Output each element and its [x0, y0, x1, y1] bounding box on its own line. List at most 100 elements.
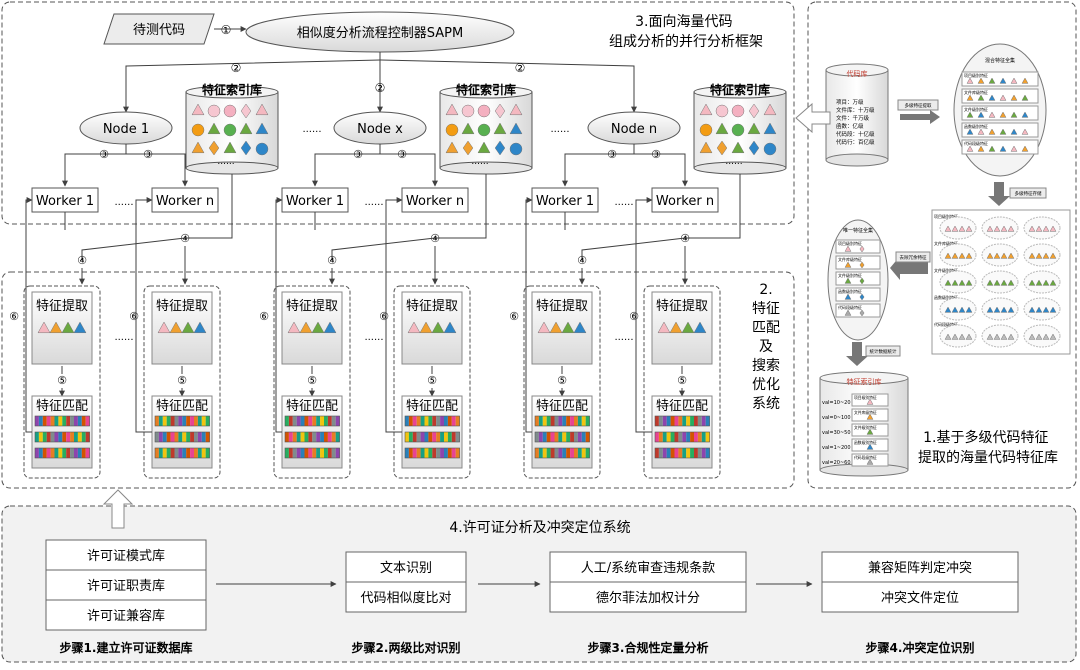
- svg-text:文件库级特征: 文件库级特征: [838, 256, 862, 262]
- index-db-title: 特征索引库: [847, 377, 882, 386]
- matching-module: 特征提取 ⑤ 特征匹配 ⑥: [629, 197, 721, 479]
- step-item: 许可证职责库: [87, 578, 165, 594]
- match-label: 特征匹配: [286, 399, 338, 414]
- svg-text:②: ②: [375, 81, 386, 95]
- section-3-title: 3.面向海量代码 组成分析的并行分析框架: [609, 14, 763, 50]
- svg-text:......: ......: [550, 124, 569, 135]
- extract-label: 特征提取: [156, 298, 208, 314]
- svg-text:③: ③: [143, 148, 153, 161]
- svg-text:val=30~50: val=30~50: [822, 430, 851, 436]
- svg-text:文件级别特征: 文件级别特征: [838, 272, 862, 278]
- svg-text:......: ......: [364, 332, 383, 343]
- match-label: 特征匹配: [656, 399, 708, 414]
- svg-text:项目级别特征: 项目级别特征: [964, 72, 988, 78]
- worker-box: [151, 187, 219, 213]
- worker-label: Worker n: [656, 194, 714, 209]
- svg-text:val=0~100: val=0~100: [822, 415, 851, 421]
- section-3-frame: [1, 1, 795, 225]
- svg-text:多级特征提取: 多级特征提取: [905, 102, 932, 109]
- extract-label: 特征提取: [286, 298, 338, 314]
- worker-label: Worker 1: [286, 194, 344, 209]
- codebase-stat: 文件：千万级: [836, 114, 870, 122]
- controller-label: 相似度分析流程控制器SAPM: [297, 25, 463, 41]
- step-item: 许可证兼容库: [87, 608, 165, 624]
- codebase-stat: 代码行：百亿级: [836, 138, 875, 146]
- svg-text:文件级别特征: 文件级别特征: [964, 106, 988, 112]
- svg-text:⑥: ⑥: [509, 310, 519, 323]
- svg-text:......: ......: [114, 332, 133, 343]
- svg-text:⑥: ⑥: [129, 310, 139, 323]
- step-item: 代码相似度比对: [360, 590, 451, 606]
- svg-text:val=10~20: val=10~20: [822, 400, 851, 406]
- svg-text:④: ④: [180, 232, 190, 245]
- codebase-stat: 项目：万级: [836, 98, 864, 106]
- svg-text:......: ......: [114, 197, 133, 208]
- step-label: 步骤2.两级比对识别: [352, 640, 461, 655]
- codebase-title: 代码库: [847, 69, 868, 78]
- svg-text:去除冗余特征: 去除冗余特征: [900, 254, 927, 261]
- svg-text:⑤: ⑤: [57, 374, 67, 387]
- svg-text:④: ④: [77, 254, 87, 267]
- worker-label: Worker n: [406, 194, 464, 209]
- step-item: 人工/系统审查违规条款: [581, 560, 715, 576]
- worker-label: Worker n: [156, 194, 214, 209]
- hollow-arrow-up: [102, 489, 134, 529]
- svg-text:⑥: ⑥: [629, 310, 639, 323]
- svg-text:代码段级特征: 代码段级特征: [838, 304, 862, 310]
- svg-text:④: ④: [430, 232, 440, 245]
- extract-label: 特征提取: [536, 298, 588, 314]
- extract-label: 特征提取: [36, 298, 88, 314]
- node-label: Node n: [611, 122, 657, 137]
- step-label: 步骤4.冲突定位识别: [866, 640, 975, 655]
- step-label: 步骤3.合规性定量分析: [588, 640, 709, 655]
- section-4-title: 4.许可证分析及冲突定位系统: [449, 520, 630, 536]
- svg-text:③: ③: [99, 148, 109, 161]
- svg-text:......: ......: [302, 124, 321, 135]
- svg-text:文件库级特征: 文件库级特征: [964, 89, 988, 95]
- feature-db-title: 特征索引库: [202, 82, 262, 97]
- feature-db-title: 特征索引库: [710, 82, 770, 97]
- node-label: Node 1: [103, 122, 149, 137]
- step-item: 冲突文件定位: [881, 590, 959, 606]
- extract-label: 特征提取: [656, 298, 708, 314]
- codebase-stat: 代码段：十亿级: [836, 130, 875, 138]
- svg-text:val=20~60: val=20~60: [822, 460, 851, 466]
- step-item: 许可证模式库: [87, 548, 165, 564]
- svg-text:函数级别特征: 函数级别特征: [854, 440, 877, 445]
- svg-text:项目级别特征: 项目级别特征: [934, 213, 958, 219]
- step-item: 兼容矩阵判定冲突: [868, 560, 972, 576]
- worker-box: [651, 187, 719, 213]
- section-1-title: 1.基于多级代码特征 提取的海量代码特征库: [918, 429, 1058, 466]
- marker-1: ①: [221, 23, 232, 37]
- svg-text:统计数据统计: 统计数据统计: [870, 348, 897, 355]
- node-label: Node x: [357, 122, 403, 137]
- worker-label: Worker 1: [36, 194, 94, 209]
- match-label: 特征匹配: [156, 399, 208, 414]
- svg-text:代码段级特征: 代码段级特征: [964, 140, 988, 146]
- svg-text:代码段级特征: 代码段级特征: [934, 321, 958, 327]
- svg-text:⑤: ⑤: [677, 374, 687, 387]
- svg-text:文件库级特征: 文件库级特征: [934, 240, 958, 246]
- svg-text:③: ③: [353, 148, 363, 161]
- extract-label: 特征提取: [406, 298, 458, 314]
- codebase-stat: 文件库：十万级: [836, 106, 875, 114]
- svg-text:⑤: ⑤: [427, 374, 437, 387]
- svg-text:......: ......: [364, 197, 383, 208]
- svg-text:混合特征全集: 混合特征全集: [985, 57, 1015, 64]
- svg-text:项目级别特征: 项目级别特征: [838, 240, 862, 246]
- svg-text:③: ③: [607, 148, 617, 161]
- svg-text:②: ②: [231, 61, 242, 75]
- svg-text:val=1~200: val=1~200: [822, 445, 851, 451]
- svg-text:⑥: ⑥: [9, 310, 19, 323]
- input-code-shape: [103, 13, 215, 45]
- hollow-arrow-left: [795, 102, 831, 134]
